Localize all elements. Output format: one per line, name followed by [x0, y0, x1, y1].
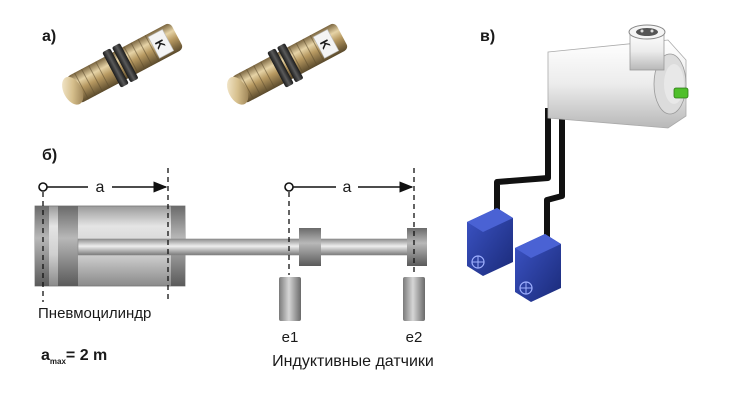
reference-lines: [42, 168, 415, 302]
panel-label-v: в): [480, 28, 495, 45]
sensor-photo-2: K: [227, 23, 348, 105]
amax-formula: amax= 2 m: [41, 347, 107, 366]
amax-value: = 2 m: [66, 347, 107, 364]
dimension-a-left: a: [38, 179, 168, 196]
led-indicator: [673, 87, 689, 99]
blue-sensor-1: [467, 208, 513, 276]
switch-assembly: [467, 24, 689, 302]
sensor-cable-1: [494, 108, 551, 212]
blue-sensor-2: [515, 234, 561, 302]
amax-subscript: max: [50, 357, 67, 366]
piston-rod: [77, 238, 415, 256]
dimension-a-right: a: [284, 179, 414, 196]
sensor-cable-2: [544, 108, 565, 238]
sensor-label-e2: e2: [406, 329, 423, 346]
sensor-photo-1: K: [62, 23, 183, 105]
dimension-label: a: [343, 179, 352, 196]
amax-symbol: a: [41, 347, 50, 364]
inductive-sensor-e1: [279, 277, 301, 321]
sensors-caption: Индуктивные датчики: [272, 353, 434, 370]
dimension-label: a: [96, 179, 105, 196]
panel-label-a: а): [42, 28, 56, 45]
panel-label-b: б): [42, 147, 57, 164]
cylinder-label: Пневмоцилиндр: [38, 305, 151, 322]
inductive-sensor-e2: [403, 277, 425, 321]
sensor-label-e1: e1: [282, 329, 299, 346]
rod-target-2: [407, 228, 427, 266]
rod-target-1: [299, 228, 321, 266]
